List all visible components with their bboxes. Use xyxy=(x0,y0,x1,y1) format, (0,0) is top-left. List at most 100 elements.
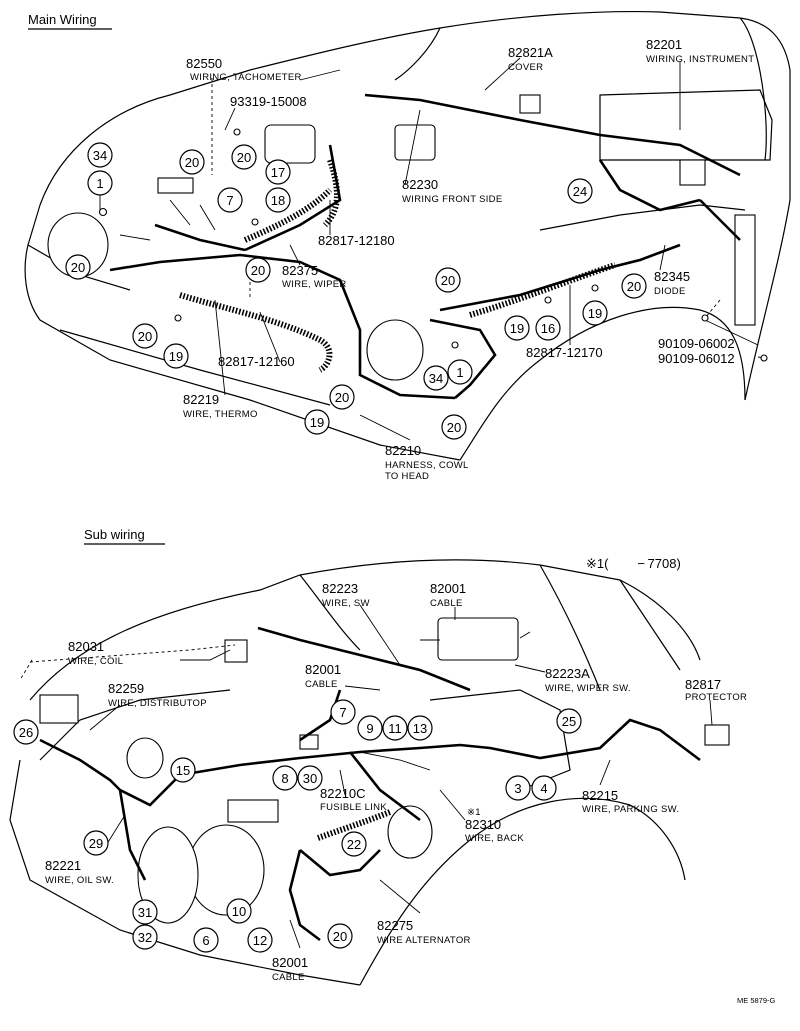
callout-circle: 6 xyxy=(193,927,219,953)
callout-circle: 26 xyxy=(13,719,39,745)
engine-parts xyxy=(227,799,279,823)
clip-dot xyxy=(451,341,459,349)
part-number-82230: 82230 xyxy=(402,177,438,192)
connector-block xyxy=(679,159,706,186)
part-name-82223A: WIRE, WIPER SW. xyxy=(545,683,631,694)
svg-text:34: 34 xyxy=(93,148,107,163)
callout-circle: 20 xyxy=(245,257,271,283)
sub-section-title: Sub wiring xyxy=(84,527,145,542)
svg-text:1: 1 xyxy=(456,365,463,380)
cover-part xyxy=(519,94,541,114)
part-number-82817-12170: 82817-12170 xyxy=(526,345,603,360)
callout-circle: 8 xyxy=(272,765,298,791)
callout-circle: 13 xyxy=(407,715,433,741)
svg-text:20: 20 xyxy=(71,260,85,275)
part-name-82817: PROTECTOR xyxy=(685,692,747,703)
part-number-82223A: 82223A xyxy=(545,666,590,681)
part-number-82031: 82031 xyxy=(68,639,104,654)
svg-text:34: 34 xyxy=(429,371,443,386)
svg-text:15: 15 xyxy=(176,763,190,778)
callout-circle: 29 xyxy=(83,830,109,856)
svg-text:20: 20 xyxy=(447,420,461,435)
svg-text:19: 19 xyxy=(510,321,524,336)
callout-circle: 10 xyxy=(226,898,252,924)
part-name-82201: WIRING, INSTRUMENT xyxy=(646,54,754,65)
part-name-82223: WIRE, SW xyxy=(322,598,370,609)
figure-code: ME 5879-G xyxy=(737,996,776,1005)
part-name-82310: WIRE, BACK xyxy=(465,833,524,844)
battery-terminal xyxy=(387,805,433,859)
svg-text:20: 20 xyxy=(237,150,251,165)
svg-text:30: 30 xyxy=(303,771,317,786)
callout-circle: 20 xyxy=(441,414,467,440)
part-number-82310: 82310 xyxy=(465,817,501,832)
callout-circle: 34 xyxy=(87,142,113,168)
svg-text:17: 17 xyxy=(271,165,285,180)
part-number-82210: 82210 xyxy=(385,443,421,458)
sub-car-body-outline xyxy=(9,559,701,986)
callout-circle: 32 xyxy=(132,924,158,950)
leader-82031-b xyxy=(19,659,33,681)
svg-text:20: 20 xyxy=(441,273,455,288)
part-number-90109-06002: 90109-06002 xyxy=(658,336,735,351)
svg-text:20: 20 xyxy=(138,329,152,344)
svg-text:22: 22 xyxy=(347,837,361,852)
svg-text:20: 20 xyxy=(333,929,347,944)
svg-text:7: 7 xyxy=(339,705,346,720)
callout-circle: 22 xyxy=(341,831,367,857)
part-number-82817: 82817 xyxy=(685,677,721,692)
screw-90109-06012 xyxy=(760,354,768,362)
part-number-82817-12180: 82817-12180 xyxy=(318,233,395,248)
svg-text:19: 19 xyxy=(169,349,183,364)
part-name-82210: HARNESS, COWL xyxy=(385,460,469,471)
sub-harness xyxy=(39,626,701,942)
sub-callouts: 7 9 11 13 26 15 8 30 25 3 4 29 22 31 32 … xyxy=(13,699,582,953)
part-number-82219: 82219 xyxy=(183,392,219,407)
main-leader-lines xyxy=(99,57,765,441)
callout-circle: 16 xyxy=(535,315,561,341)
bolt-93319 xyxy=(233,128,241,136)
wiper-motor xyxy=(394,124,436,161)
clip-dot xyxy=(544,296,552,304)
callout-circle: 20 xyxy=(231,144,257,170)
part-number-90109-06012: 90109-06012 xyxy=(658,351,735,366)
callout-circle: 20 xyxy=(327,923,353,949)
svg-text:24: 24 xyxy=(573,184,587,199)
callout-circle: 24 xyxy=(567,178,593,204)
callout-circle: 15 xyxy=(170,757,196,783)
callout-circle: 7 xyxy=(330,699,356,725)
svg-text:26: 26 xyxy=(19,725,33,740)
part-number-82817-12160: 82817-12160 xyxy=(218,354,295,369)
distributor xyxy=(126,737,164,779)
callout-circle: 9 xyxy=(357,715,383,741)
part-name-82001-bottom: CABLE xyxy=(272,972,305,983)
part-number-82821A: 82821A xyxy=(508,45,553,60)
svg-text:3: 3 xyxy=(514,781,521,796)
callout-circle: 12 xyxy=(247,927,273,953)
svg-text:16: 16 xyxy=(541,321,555,336)
main-wiring-section: Main Wiring xyxy=(24,10,791,482)
part-name-82215: WIRE, PARKING SW. xyxy=(582,804,679,815)
part-number-93319: 93319-15008 xyxy=(230,94,307,109)
part-number-82259: 82259 xyxy=(108,681,144,696)
callout-circle: 20 xyxy=(621,273,647,299)
part-name-82031: WIRE, COIL xyxy=(68,656,123,667)
callout-circle: 11 xyxy=(382,715,408,741)
corrugated-tube-12170 xyxy=(469,262,616,318)
svg-text:20: 20 xyxy=(185,155,199,170)
svg-text:6: 6 xyxy=(202,933,209,948)
part-name-82001-mid: CABLE xyxy=(305,679,338,690)
part-number-82550: 82550 xyxy=(186,56,222,71)
part-number-82001-bottom: 82001 xyxy=(272,955,308,970)
part-number-82221: 82221 xyxy=(45,858,81,873)
part-number-82001-top: 82001 xyxy=(430,581,466,596)
svg-text:9: 9 xyxy=(366,721,373,736)
part-name-82375: WIRE, WIPER xyxy=(282,279,347,290)
part-name-82230: WIRING FRONT SIDE xyxy=(402,194,502,205)
part-number-82201: 82201 xyxy=(646,37,682,52)
part-name-82001-top: CABLE xyxy=(430,598,463,609)
part-name-82345: DIODE xyxy=(654,286,686,297)
callout-circle: 19 xyxy=(504,315,530,341)
engine-front xyxy=(137,826,199,924)
svg-text:18: 18 xyxy=(271,193,285,208)
